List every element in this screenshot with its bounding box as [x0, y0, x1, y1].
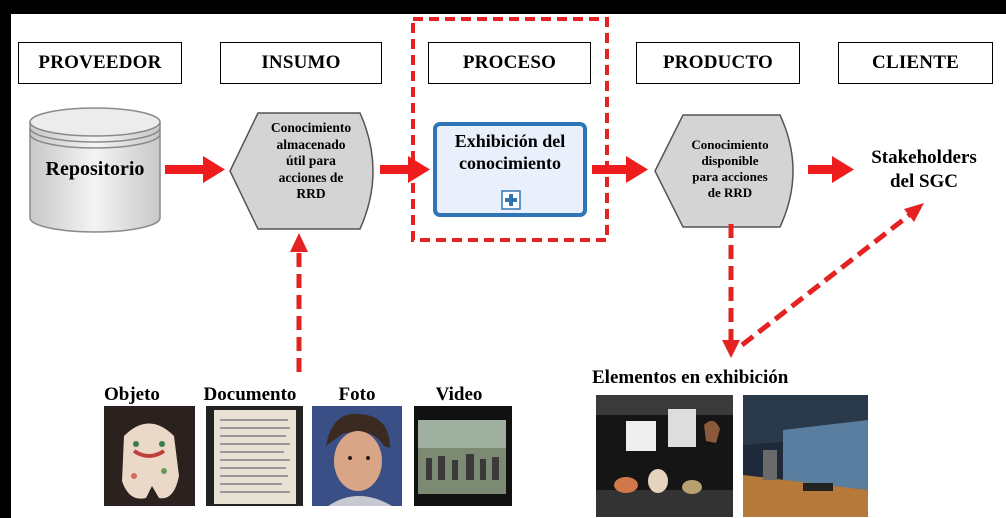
database-icon — [29, 107, 161, 233]
insumo-line-1: Conocimiento — [270, 120, 352, 135]
insumo-display-shape — [229, 112, 374, 230]
stakeholders-line-2: del SGC — [889, 171, 959, 192]
frame-top-border — [0, 0, 1006, 14]
producto-display-shape — [654, 114, 794, 228]
proceso-line-2: conocimiento — [459, 153, 561, 173]
header-producto: PRODUCTO — [636, 42, 800, 84]
video-label: Video — [435, 384, 483, 405]
producto-line-2: disponible — [701, 153, 759, 168]
insumo-text: Conocimiento almacenado útil para accion… — [246, 120, 376, 203]
proceso-box — [433, 122, 587, 217]
frame-left-border — [0, 0, 11, 518]
exhibit-photo-2 — [743, 395, 868, 517]
documento-photo — [206, 406, 303, 506]
header-proceso: PROCESO — [428, 42, 591, 84]
flow-arrow-1 — [165, 156, 225, 183]
documento-label: Documento — [203, 384, 297, 405]
proceso-line-1: Exhibición del — [454, 131, 566, 151]
header-proveedor: PROVEEDOR — [18, 42, 182, 84]
flow-arrow-2 — [380, 156, 430, 183]
insumo-line-4: acciones de — [278, 169, 344, 185]
dashed-arrow-inputs-to-insumo — [290, 233, 308, 372]
elementos-title: Elementos en exhibición — [592, 367, 789, 388]
repositorio-label: Repositorio — [45, 158, 145, 180]
header-insumo: INSUMO — [220, 42, 382, 84]
proceso-text: Exhibición del conocimiento — [437, 130, 583, 174]
header-cliente: CLIENTE — [838, 42, 993, 84]
producto-text: Conocimiento disponible para acciones de… — [665, 137, 795, 201]
stakeholders-label: Stakeholders del SGC — [855, 146, 993, 194]
insumo-line-5: RRD — [296, 186, 326, 201]
dashed-arrow-elements-to-stakeholders — [740, 203, 924, 347]
stakeholders-line-1: Stakeholders — [871, 147, 977, 168]
objeto-label: Objeto — [104, 384, 160, 405]
exhibit-photo-1 — [596, 395, 733, 517]
foto-photo — [312, 406, 402, 506]
objeto-photo — [104, 406, 195, 506]
flow-arrow-4 — [808, 156, 854, 183]
insumo-line-3: útil para — [286, 153, 336, 168]
producto-line-4: de RRD — [707, 185, 753, 200]
producto-line-1: Conocimiento — [691, 137, 769, 152]
foto-label: Foto — [338, 384, 376, 405]
insumo-line-2: almacenado — [276, 136, 346, 152]
flow-arrow-3 — [592, 156, 648, 183]
producto-line-3: para acciones — [692, 169, 768, 184]
video-photo — [414, 406, 512, 506]
dashed-arrow-producto-to-elements — [722, 224, 740, 358]
proceso-dashed-frame — [411, 17, 609, 242]
